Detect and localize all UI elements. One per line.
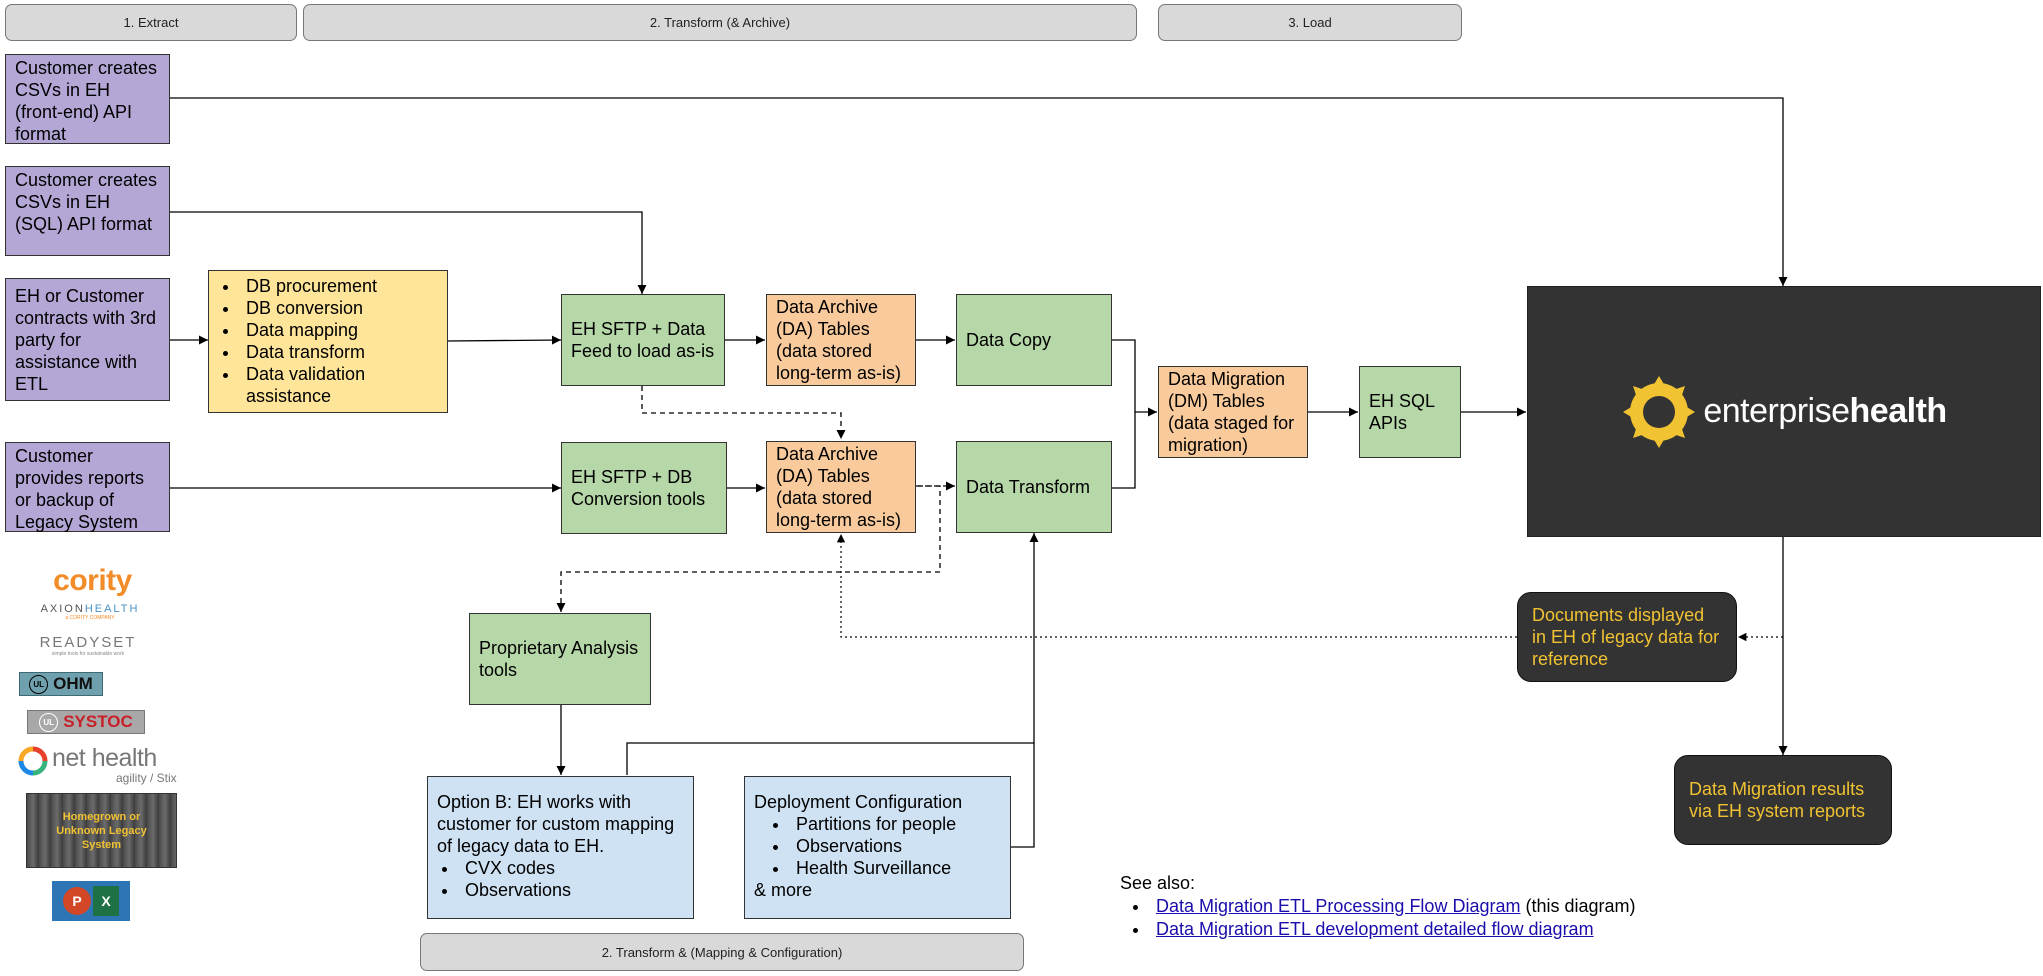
ul-mark-icon: UL [39, 712, 59, 732]
migration-results-reports: Data Migration results via EH system rep… [1674, 755, 1892, 845]
logo-text-enterprise: enterprise [1703, 392, 1850, 430]
phase-load: 3. Load [1158, 4, 1462, 41]
documents-displayed: Documents displayed in EH of legacy data… [1517, 592, 1737, 682]
data-archive-tables-2: Data Archive (DA) Tables (data stored lo… [766, 441, 916, 533]
logo-text-health: health [1849, 392, 1948, 430]
office-files-icon: P X [52, 881, 130, 921]
readyset-logo: READYSET simple tools for sustainable wo… [18, 634, 158, 662]
option-b-item: Observations [459, 879, 684, 901]
see-also-heading: See also: [1120, 873, 1196, 893]
deployment-configuration: Deployment Configuration Partitions for … [744, 776, 1011, 919]
data-migration-tables: Data Migration (DM) Tables (data staged … [1158, 366, 1308, 458]
proprietary-analysis-tools: Proprietary Analysis tools [469, 613, 651, 705]
enterprise-health-system: enterprisehealth [1527, 286, 2041, 537]
readyset-sub: simple tools for sustainable work [51, 651, 125, 657]
third-party-service-item: DB conversion [240, 297, 438, 319]
deployment-item: Health Surveillance [790, 857, 1001, 879]
axion-health-logo: AXIONHEALTH a CORITY COMPANY [25, 603, 155, 631]
enterprise-health-logo: enterprisehealth [1621, 374, 1948, 450]
option-b-item: CVX codes [459, 857, 684, 879]
homegrown-text: Homegrown or Unknown Legacy System [56, 810, 147, 851]
deployment-item: Partitions for people [790, 813, 1001, 835]
see-also-item-1: Data Migration ETL Processing Flow Diagr… [1150, 895, 1740, 918]
data-transform: Data Transform [956, 441, 1112, 533]
powerpoint-icon: P [63, 887, 91, 915]
third-party-service-item: DB procurement [240, 275, 438, 297]
data-archive-tables-1: Data Archive (DA) Tables (data stored lo… [766, 294, 916, 386]
enterprise-health-sun-icon [1623, 375, 1696, 448]
net-health-logo: net health agility / Stix [18, 744, 178, 785]
third-party-services: DB procurementDB conversionData mappingD… [208, 270, 448, 413]
cority-logo: cority [53, 564, 132, 597]
net-health-sub: agility / Stix [116, 771, 177, 785]
excel-icon: X [93, 886, 119, 916]
ohm-logo: UL OHM [19, 672, 103, 696]
link1-note: (this diagram) [1520, 896, 1636, 916]
ul-mark-icon: UL [29, 674, 49, 694]
phase-transform-mapping: 2. Transform & (Mapping & Configuration) [420, 933, 1024, 971]
see-also-item-2: Data Migration ETL development detailed … [1150, 918, 1740, 941]
net-health-text: net health [52, 744, 157, 772]
systoc-text: SYSTOC [63, 712, 133, 731]
axion-text: AXION [40, 603, 85, 615]
see-also-section: See also: Data Migration ETL Processing … [1120, 872, 1740, 942]
link-processing-flow-diagram[interactable]: Data Migration ETL Processing Flow Diagr… [1156, 896, 1521, 916]
option-b-custom-mapping: Option B: EH works with customer for cus… [427, 776, 694, 919]
source-csv-sql: Customer creates CSVs in EH (SQL) API fo… [5, 166, 170, 256]
sftp-db-conversion: EH SFTP + DB Conversion tools [561, 442, 727, 534]
homegrown-legacy-system-image: Homegrown or Unknown Legacy System [26, 793, 177, 868]
axion-health-text: HEALTH [84, 603, 140, 615]
axion-sub: a CORITY COMPANY [65, 615, 115, 621]
phase-transform-archive: 2. Transform (& Archive) [303, 4, 1137, 41]
option-b-text: Option B: EH works with customer for cus… [437, 792, 675, 856]
deployment-item: Observations [790, 835, 1001, 857]
link-detailed-flow-diagram[interactable]: Data Migration ETL development detailed … [1156, 919, 1594, 939]
eh-sql-apis: EH SQL APIs [1359, 366, 1461, 458]
third-party-service-item: Data validation assistance [240, 363, 438, 407]
third-party-service-item: Data transform [240, 341, 438, 363]
readyset-text: READYSET [39, 634, 137, 651]
source-reports-backup: Customer provides reports or backup of L… [5, 442, 170, 532]
data-copy: Data Copy [956, 294, 1112, 386]
net-health-ring-icon [18, 746, 48, 776]
deployment-title: Deployment Configuration [754, 792, 963, 812]
deployment-more: & more [754, 880, 813, 900]
source-third-party: EH or Customer contracts with 3rd party … [5, 278, 170, 401]
sftp-data-feed: EH SFTP + Data Feed to load as-is [561, 294, 725, 386]
ohm-text: OHM [53, 674, 93, 693]
systoc-logo: UL SYSTOC [27, 710, 145, 734]
source-csv-frontend: Customer creates CSVs in EH (front-end) … [5, 54, 170, 144]
third-party-service-item: Data mapping [240, 319, 438, 341]
phase-extract: 1. Extract [5, 4, 297, 41]
